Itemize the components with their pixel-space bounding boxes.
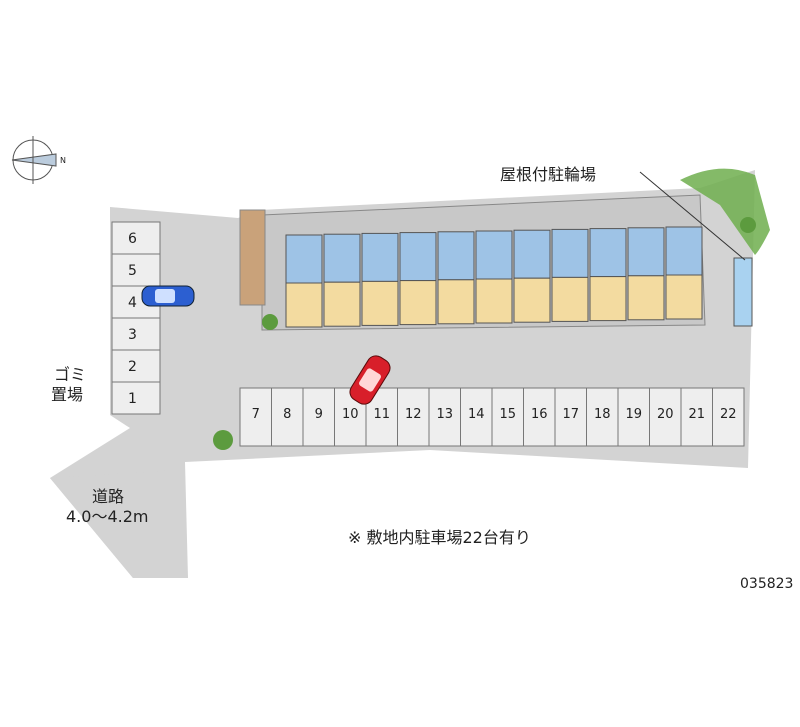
apartment-unit-top [665,226,703,276]
parking-space [491,387,524,447]
parking-space-number: 20 [657,407,674,422]
parking-space-number: 12 [405,407,422,422]
apartment-unit-bottom [627,275,665,321]
apartment-unit-bottom [665,274,703,320]
car-icon [349,355,391,405]
parking-space-number: 2 [128,359,137,375]
parking-space [239,387,272,447]
parking-space-number: 17 [562,407,579,422]
apartment-unit-bottom [361,280,399,326]
apartment-unit-top [399,232,437,282]
parking-space [302,387,335,447]
parking-space-number: 15 [499,407,516,422]
apartment-unit-bottom [551,276,589,322]
apartment-unit-bottom [589,276,627,322]
parking-space [712,387,745,447]
bike-parking-shelter [733,257,753,327]
parking-space-number: 6 [128,231,137,247]
apartment-unit-top [361,232,399,282]
parking-space-number: 13 [436,407,453,422]
garbage-label-1: ゴミ [54,365,86,384]
bike-parking-label: 屋根付駐輪場 [500,165,596,184]
parking-space-number: 5 [128,263,137,279]
parking-space-number: 21 [688,407,705,422]
apartment-unit-top [513,229,551,279]
apartment-unit-bottom [475,278,513,324]
apartment-unit-bottom [437,279,475,325]
parking-space [111,381,161,415]
parking-space [397,387,430,447]
road [50,470,188,578]
parking-space-number: 8 [283,407,291,422]
garbage-label-2: 置場 [51,385,83,404]
parking-space-number: 18 [594,407,611,422]
parking-space [271,387,304,447]
apartment-unit-top [589,228,627,278]
parking-space-number: 19 [625,407,642,422]
parking-space-number: 22 [720,407,737,422]
apartment-unit-bottom [399,280,437,326]
road-label-2: 4.0～4.2m [66,507,148,526]
greenery [213,168,770,450]
parking-note: ※ 敷地内駐車場22台有り [348,528,531,547]
tree-icon [740,217,756,233]
parking-space [111,349,161,383]
parking-space-number: 10 [342,407,359,422]
parking-space-number: 7 [252,407,260,422]
north-arrow-icon: N [11,136,66,184]
parking-space [111,317,161,351]
apartment-unit-top [323,233,361,283]
parking-space [111,221,161,255]
parking-space-number: 11 [373,407,390,422]
apartment-unit-bottom [323,281,361,327]
parking-space-number: 4 [128,295,137,311]
apartment-unit-top [475,230,513,280]
parking-space-number: 9 [315,407,323,422]
tree-icon [213,430,233,450]
property-code: 035823 [740,576,793,592]
parking-space [523,387,556,447]
apartment-unit-top [285,234,323,284]
apartment-unit-top [627,227,665,277]
svg-text:N: N [60,156,66,165]
parking-space-number: 14 [468,407,485,422]
car-icon [141,285,195,307]
road-label-1: 道路 [92,487,124,506]
apartment-unit-bottom [513,277,551,323]
tree-icon [262,314,278,330]
parking-space [680,387,713,447]
apartment-unit-top [551,228,589,278]
parking-space-number: 3 [128,327,137,343]
apartment-building [239,194,706,331]
parking-space-number: 1 [128,391,137,407]
apartment-unit-bottom [285,282,323,328]
apartment-unit-top [437,231,475,281]
parking-space-number: 16 [531,407,548,422]
